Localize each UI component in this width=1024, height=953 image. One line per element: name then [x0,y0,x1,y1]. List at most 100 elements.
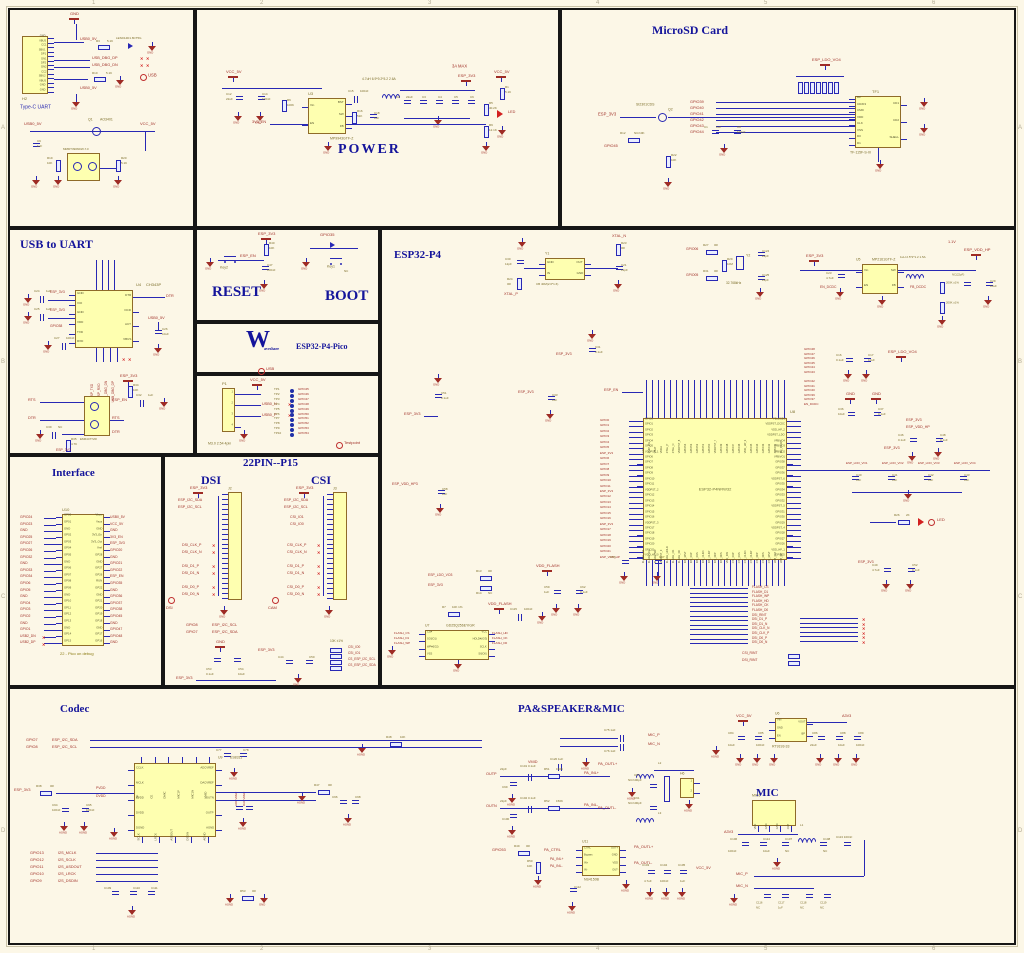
net-label: GPIO0 [600,419,610,422]
section-audio [8,687,1016,945]
wire [36,176,37,180]
wire [222,558,228,560]
wire [58,176,59,180]
net-label: Testpoint [344,440,361,445]
wire [724,144,725,148]
wire [849,125,855,127]
net-label: ESP_3V3 [176,675,193,680]
net-label: AGND [627,797,636,801]
net-label: USB_DBG_DN [92,62,118,67]
component-ref: 100nF [66,337,75,340]
analog-ground-symbol [712,750,720,755]
capacitor [436,100,443,104]
capacitor [468,100,475,104]
net-label: GPIO1 [20,627,31,632]
component-ref: 150K [556,768,564,771]
net-label: EN_DCDC [820,285,837,289]
net-label: GND [587,339,594,343]
resistor [330,660,342,665]
ground-symbol [454,664,462,669]
wire [688,560,689,586]
pin-label: GPIO31 [775,510,785,514]
pin-label: FLASH_D0 [677,550,681,564]
wire [787,442,801,444]
net-label: GND [919,107,926,111]
wire [222,494,228,496]
component-ref: C95 [86,804,92,807]
component-ref: M3.0 2.54 4pin [208,442,232,446]
wire [64,822,65,826]
ground-symbol [436,508,444,513]
wire [629,502,643,504]
pin-label: XTAL_N [671,443,675,454]
ground-symbol [834,758,842,763]
section-title: CSI [311,473,332,487]
no-connect-mark: ✕ [317,585,321,590]
component-ref: C17 [868,354,874,357]
net-label: GPIO14 [600,506,611,510]
ground-symbol [653,576,661,581]
net-label: VCC_5V [696,865,711,870]
component-ref: EM6447T2R [80,438,97,441]
component-ref: C43 [964,474,970,477]
wire [44,577,56,579]
wire [158,322,159,330]
pin-label: GND [64,593,71,596]
component-ref: 0R [526,845,530,848]
component-ref: C12 [226,93,232,96]
component-ref: 22pF [500,768,507,771]
wire [327,548,333,550]
component-ref: R20 [121,157,127,160]
component-ref: NC [800,906,805,910]
capacitor [234,658,241,662]
resistor [282,100,287,112]
net-label: GND [652,581,659,585]
component-ref: C15 [348,90,354,93]
buck-regulator-u3 [308,98,346,134]
component-ref: C27 [54,337,60,340]
component-ref: TF-115F-S-III [850,151,871,155]
net-label: GND [43,350,50,354]
component-ref: R14 [476,592,482,595]
power-flag [844,398,855,400]
wire [629,524,643,526]
net-label: CSI_IO1 [348,651,361,655]
capacitor [420,100,427,104]
wire [787,524,801,526]
pin-label: PVDD [136,796,144,800]
net-label: USB [148,72,157,78]
component-ref: C85 [758,732,764,735]
net-label: GND [905,589,912,593]
wire [327,523,333,525]
zone-label: 4 [596,946,600,952]
zone-label: 6 [932,946,936,952]
wire [145,131,146,151]
net-label: GND [872,391,881,396]
net-label: ESP_EN [110,574,124,579]
pin-label: CD2 [892,119,899,122]
component-ref: C25 [34,308,40,311]
net-label: GND [20,528,28,533]
net-label: GND [53,185,60,189]
wire [195,757,197,763]
wire [133,340,139,342]
resistor [352,112,357,124]
ground-symbol [614,284,622,289]
pin-label: GP15 [64,639,72,643]
net-label: DSI_CLK_P [752,631,770,635]
wire [657,572,658,576]
net-label: GND [719,153,726,157]
wire [629,459,643,461]
pin-label: GND [95,626,102,629]
pin-label: SBU2 [39,74,46,78]
pin-label: 4 [231,423,233,426]
net-label: GND [216,639,225,644]
wire [104,576,110,578]
pin-label: GND [64,560,71,563]
wire [56,570,62,572]
net-label: PA_INL+ [584,770,600,775]
wire [800,636,858,638]
wire [48,38,54,40]
resistor [940,282,945,294]
wire [814,261,816,266]
